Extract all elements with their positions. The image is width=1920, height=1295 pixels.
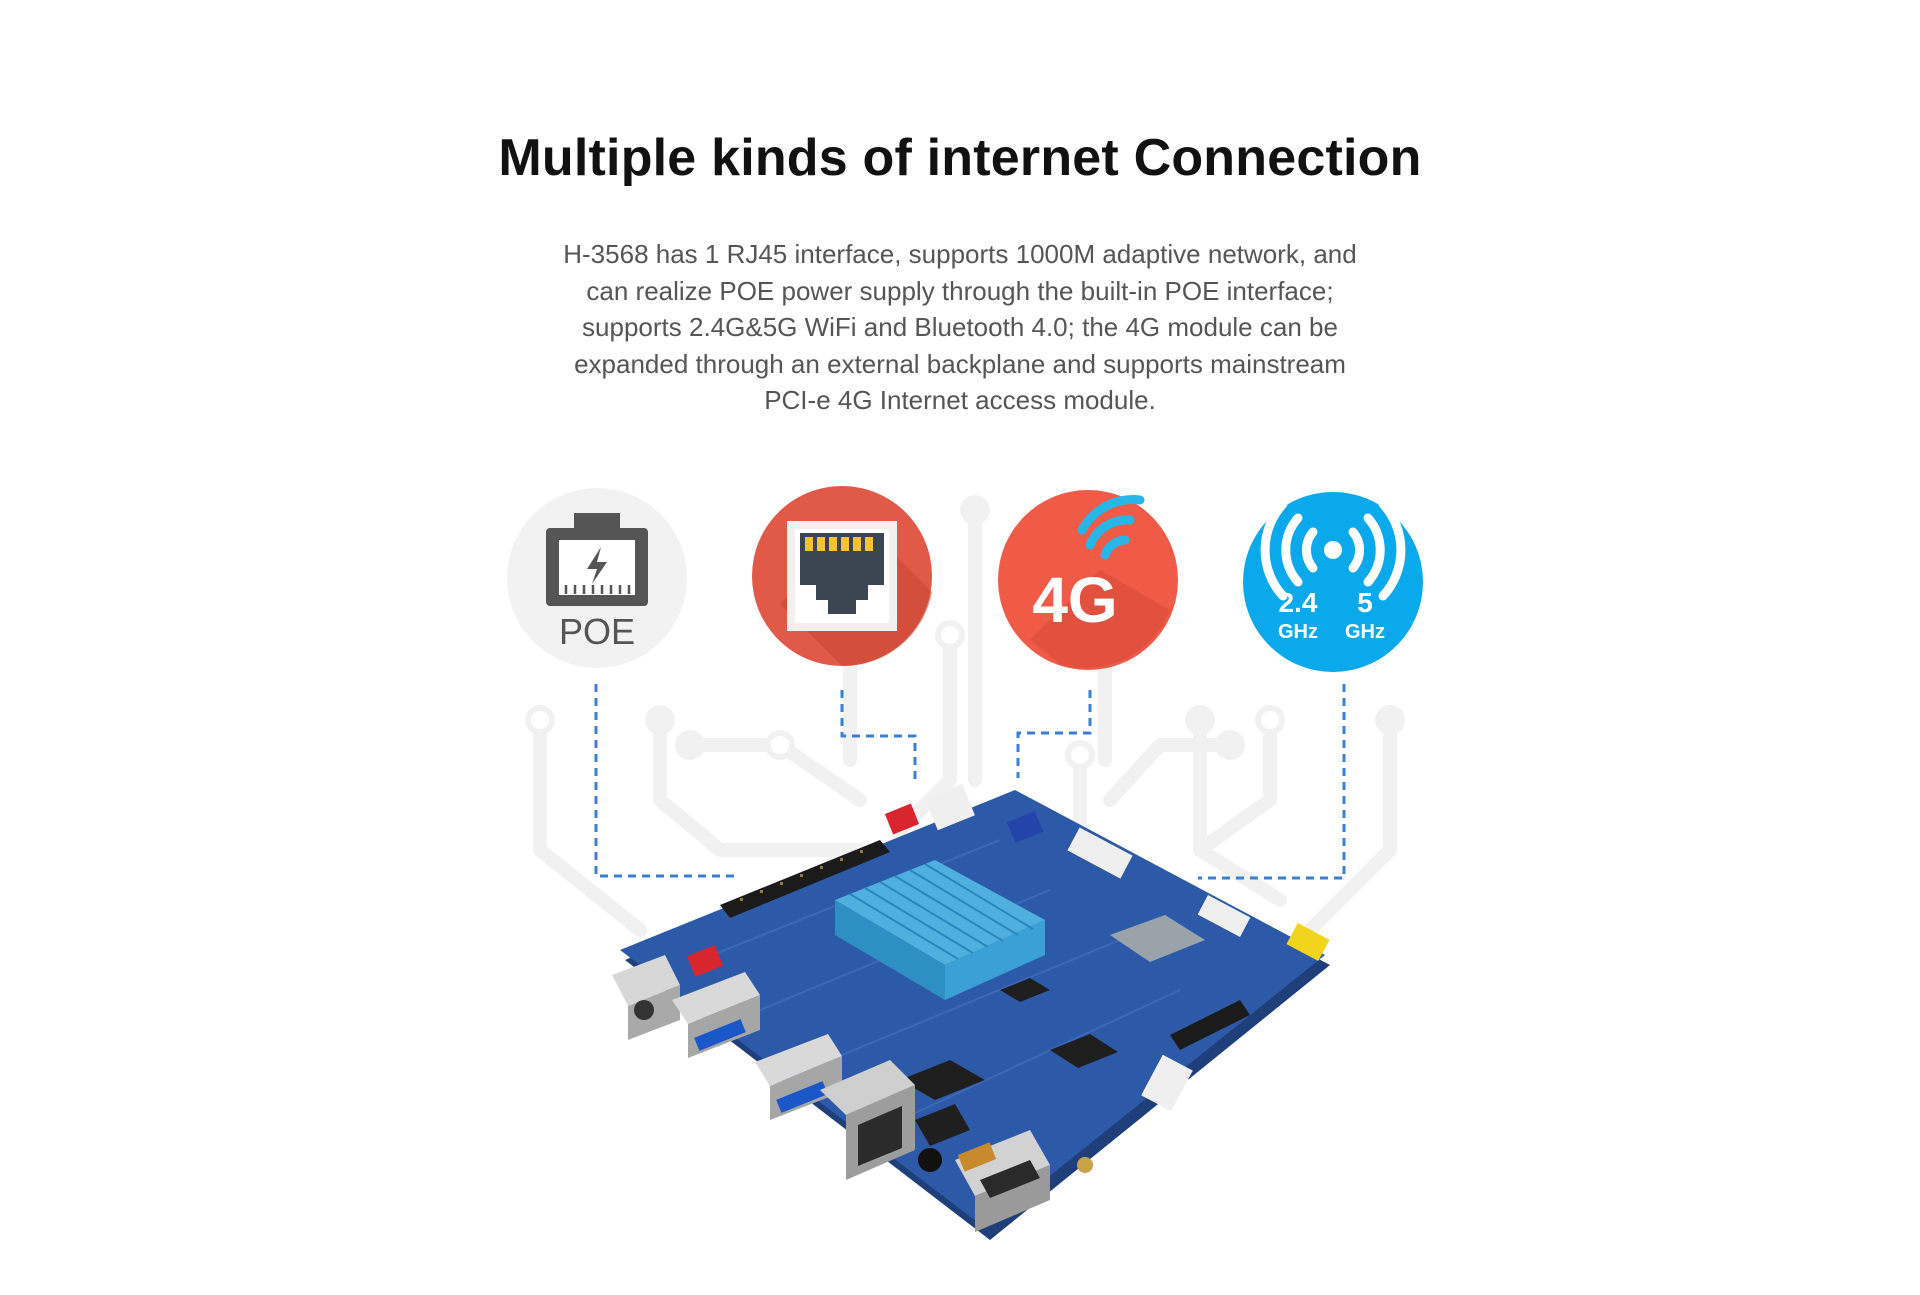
description-line: expanded through an external backplane a… <box>574 348 1346 379</box>
wifi-icon: 2.4 5 GHz GHz <box>1243 492 1423 672</box>
description-line: PCI-e 4G Internet access module. <box>764 385 1156 415</box>
board-image <box>612 783 1330 1240</box>
lightning-icon <box>587 547 607 584</box>
wifi-band-5g: 5 <box>1357 587 1373 618</box>
page-title: Multiple kinds of internet Connection <box>498 129 1422 187</box>
wifi-unit-2g: GHz <box>1278 621 1318 643</box>
poe-connector-line <box>594 684 740 878</box>
description: H-3568 has 1 RJ45 interface, supports 10… <box>520 236 1400 419</box>
circuit-background <box>533 503 1397 937</box>
description-line: can realize POE power supply through the… <box>586 275 1334 306</box>
lte-connector-line <box>1016 690 1092 778</box>
circuit-nodes <box>525 495 1405 770</box>
connector-lines <box>594 684 1346 880</box>
description-line: H-3568 has 1 RJ45 interface, supports 10… <box>563 239 1357 269</box>
poe-icon: POE <box>507 488 687 668</box>
wifi-wave-left-1 <box>1302 527 1318 573</box>
ethernet-port-icon <box>752 486 932 667</box>
poe-label: POE <box>559 611 635 652</box>
4g-label: 4G <box>1032 564 1117 636</box>
description-line: supports 2.4G&5G WiFi and Bluetooth 4.0;… <box>582 312 1338 342</box>
wifi-band-2g: 2.4 <box>1279 587 1318 618</box>
wifi-unit-5g: GHz <box>1345 621 1385 643</box>
rj45-connector-line <box>840 690 917 780</box>
4g-icon: 4G <box>998 490 1178 670</box>
